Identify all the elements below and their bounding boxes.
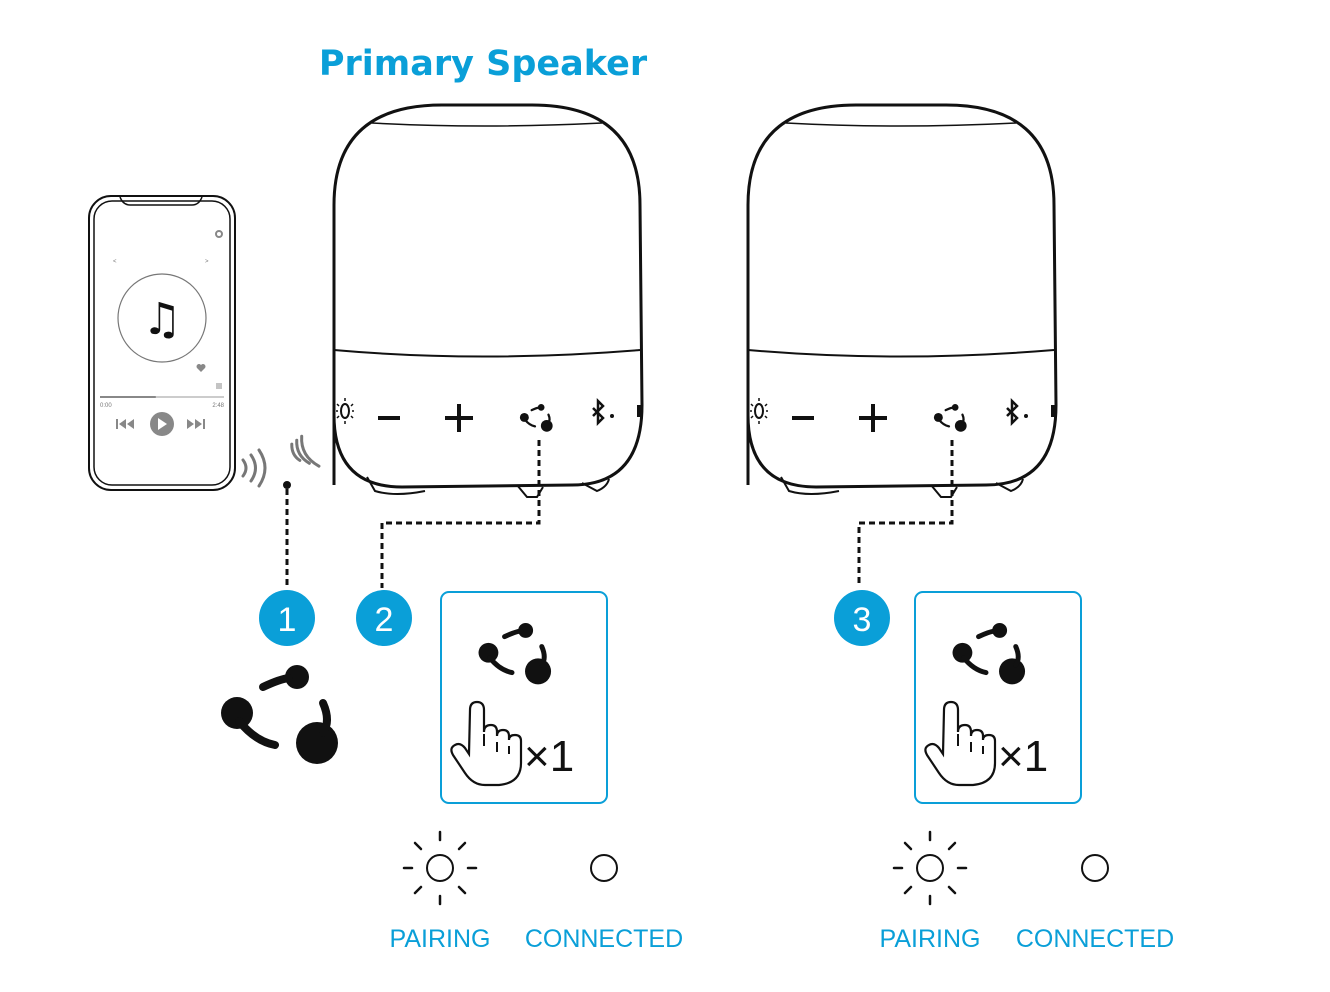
party-mode-icon <box>221 665 338 764</box>
play-icon[interactable] <box>150 412 174 436</box>
press-hand-icon <box>924 700 997 787</box>
pairing-light-flashing-icon <box>892 830 968 906</box>
press-count: ×1 <box>524 732 574 781</box>
settings-icon[interactable] <box>215 230 223 238</box>
svg-text:2: 2 <box>375 601 394 639</box>
connected-label: CONNECTED <box>525 925 683 953</box>
party-button-icon <box>953 623 1026 684</box>
heart-icon[interactable] <box>196 364 206 372</box>
pairing-light-flashing-icon <box>402 830 478 906</box>
primary-speaker-title: Primary Speaker <box>319 44 648 84</box>
connected-label: CONNECTED <box>1016 925 1174 953</box>
phone: < > ♫ 0:00 2:48 <box>88 195 236 491</box>
pairing-label: PAIRING <box>390 925 491 953</box>
svg-text:3: 3 <box>853 601 872 639</box>
next-track-icon[interactable] <box>187 419 205 429</box>
previous-track-icon[interactable] <box>116 419 134 429</box>
music-note-icon: ♫ <box>142 294 181 345</box>
step-3-badge: 3 <box>834 590 890 646</box>
connected-light-off-icon <box>590 854 618 882</box>
party-button-icon <box>479 623 552 684</box>
time-elapsed: 0:00 <box>100 403 112 409</box>
connector-lines <box>283 440 954 588</box>
next-arrow[interactable]: > <box>205 259 209 265</box>
prev-arrow[interactable]: < <box>113 259 117 265</box>
primary-speaker <box>334 105 642 497</box>
connected-light-off-icon <box>1081 854 1109 882</box>
pairing-label: PAIRING <box>880 925 981 953</box>
step-2-badge: 2 <box>356 590 412 646</box>
playlist-icon[interactable] <box>216 383 222 389</box>
step-1-badge: 1 <box>259 590 315 646</box>
secondary-speaker <box>748 105 1056 497</box>
time-total: 2:48 <box>212 403 224 409</box>
step-2-instruction-box: ×1 <box>440 591 608 804</box>
wireless-signal-icon <box>241 434 321 488</box>
step-3-instruction-box: ×1 <box>914 591 1082 804</box>
press-hand-icon <box>450 700 523 787</box>
svg-text:1: 1 <box>278 601 297 639</box>
album-art <box>117 273 207 363</box>
press-count: ×1 <box>998 732 1048 781</box>
